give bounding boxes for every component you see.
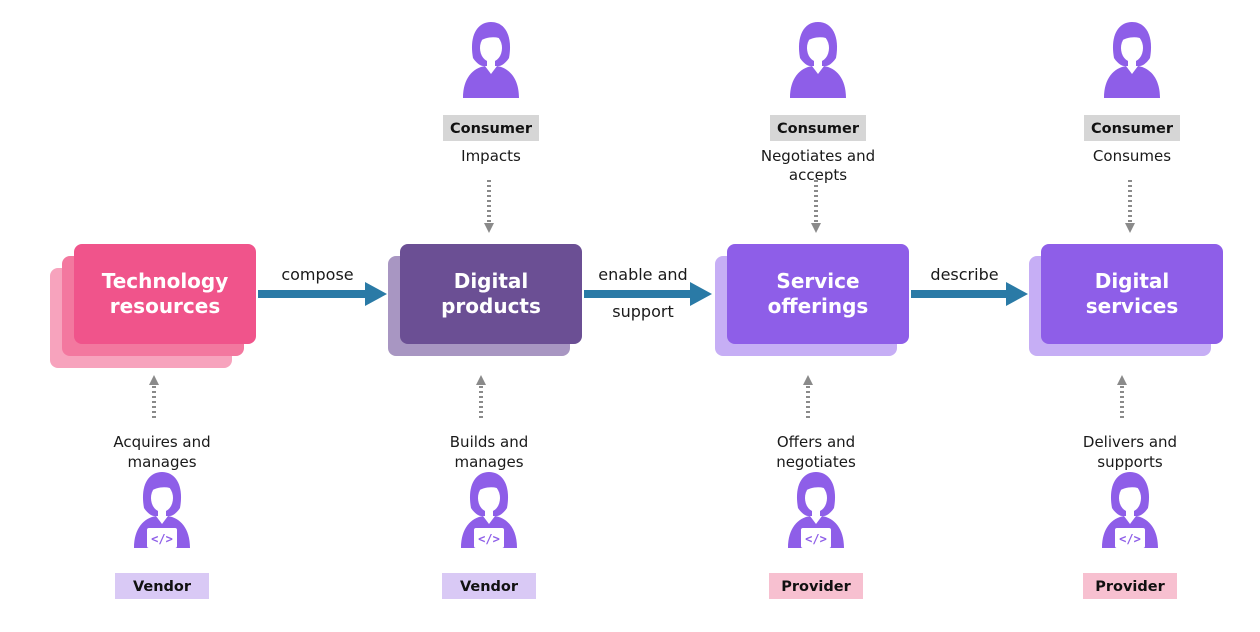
- connector-shaft: [584, 290, 694, 298]
- developer-person-icon: </>: [788, 472, 844, 548]
- consumer-person-icon: [1104, 22, 1160, 98]
- svg-text:</>: </>: [478, 532, 500, 546]
- tech-card-front: [74, 244, 256, 344]
- connector-arrowhead: [1006, 282, 1028, 306]
- developer-person-icon: </>: [461, 472, 517, 548]
- bottom-action-text: Acquires and: [113, 433, 210, 451]
- bottom-action-text: Builds and: [450, 433, 528, 451]
- stage-title: Technology: [102, 269, 229, 293]
- bottom-action-text: Offers and: [777, 433, 855, 451]
- svg-text:</>: </>: [1119, 532, 1141, 546]
- consumer-role-label: Consumer: [1091, 121, 1174, 137]
- bottom-action-text: manages: [454, 453, 523, 471]
- connector-arrowhead: [365, 282, 387, 306]
- consumer-role-label-bg: [443, 115, 539, 141]
- consumer-role-label: Consumer: [777, 121, 860, 137]
- stage-title: Service: [776, 269, 859, 293]
- connector-label: support: [612, 302, 673, 321]
- consumer-person-icon: [463, 22, 519, 98]
- stage-title: offerings: [768, 294, 869, 318]
- bottom-action-text: supports: [1097, 453, 1163, 471]
- connector-label: describe: [930, 265, 998, 284]
- provider-role-label: Provider: [781, 579, 851, 595]
- consumer-action-text: Consumes: [1093, 147, 1171, 165]
- provider-role-label-bg: [1083, 573, 1177, 599]
- vendor-role-label: Vendor: [133, 579, 192, 595]
- provider-role-label-bg: [769, 573, 863, 599]
- card-front: [727, 244, 909, 344]
- developer-person-icon: </>: [1102, 472, 1158, 548]
- bottom-action-text: Delivers and: [1083, 433, 1177, 451]
- connector-1: enable and support: [584, 265, 712, 321]
- card-front: [400, 244, 582, 344]
- vendor-role-label-bg: [442, 573, 536, 599]
- bottom-action-text: manages: [127, 453, 196, 471]
- svg-text:</>: </>: [151, 532, 173, 546]
- connector-arrowhead: [690, 282, 712, 306]
- card-front: [1041, 244, 1223, 344]
- consumer-action-text: Impacts: [461, 147, 521, 165]
- connector-label: enable and: [598, 265, 687, 284]
- bottom-action-text: negotiates: [776, 453, 856, 471]
- consumer-role-label: Consumer: [450, 121, 533, 137]
- connector-2: describe: [911, 265, 1028, 306]
- developer-person-icon: </>: [134, 472, 190, 548]
- vendor-role-label: Vendor: [460, 579, 519, 595]
- stage-title: Digital: [1095, 269, 1170, 293]
- consumer-person-icon: [790, 22, 846, 98]
- connector-shaft: [911, 290, 1010, 298]
- stage-title: products: [441, 294, 541, 318]
- connector-0: compose: [258, 265, 387, 306]
- connector-label: compose: [281, 265, 353, 284]
- stage-title: Digital: [454, 269, 529, 293]
- vendor-role-label-bg: [115, 573, 209, 599]
- consumer-action-text: accepts: [789, 166, 847, 184]
- consumer-action-text: Negotiates and: [761, 147, 875, 165]
- consumer-role-label-bg: [1084, 115, 1180, 141]
- stage-title: resources: [110, 294, 221, 318]
- connector-shaft: [258, 290, 369, 298]
- consumer-role-label-bg: [770, 115, 866, 141]
- svg-text:</>: </>: [805, 532, 827, 546]
- stage-title: services: [1086, 294, 1179, 318]
- provider-role-label: Provider: [1095, 579, 1165, 595]
